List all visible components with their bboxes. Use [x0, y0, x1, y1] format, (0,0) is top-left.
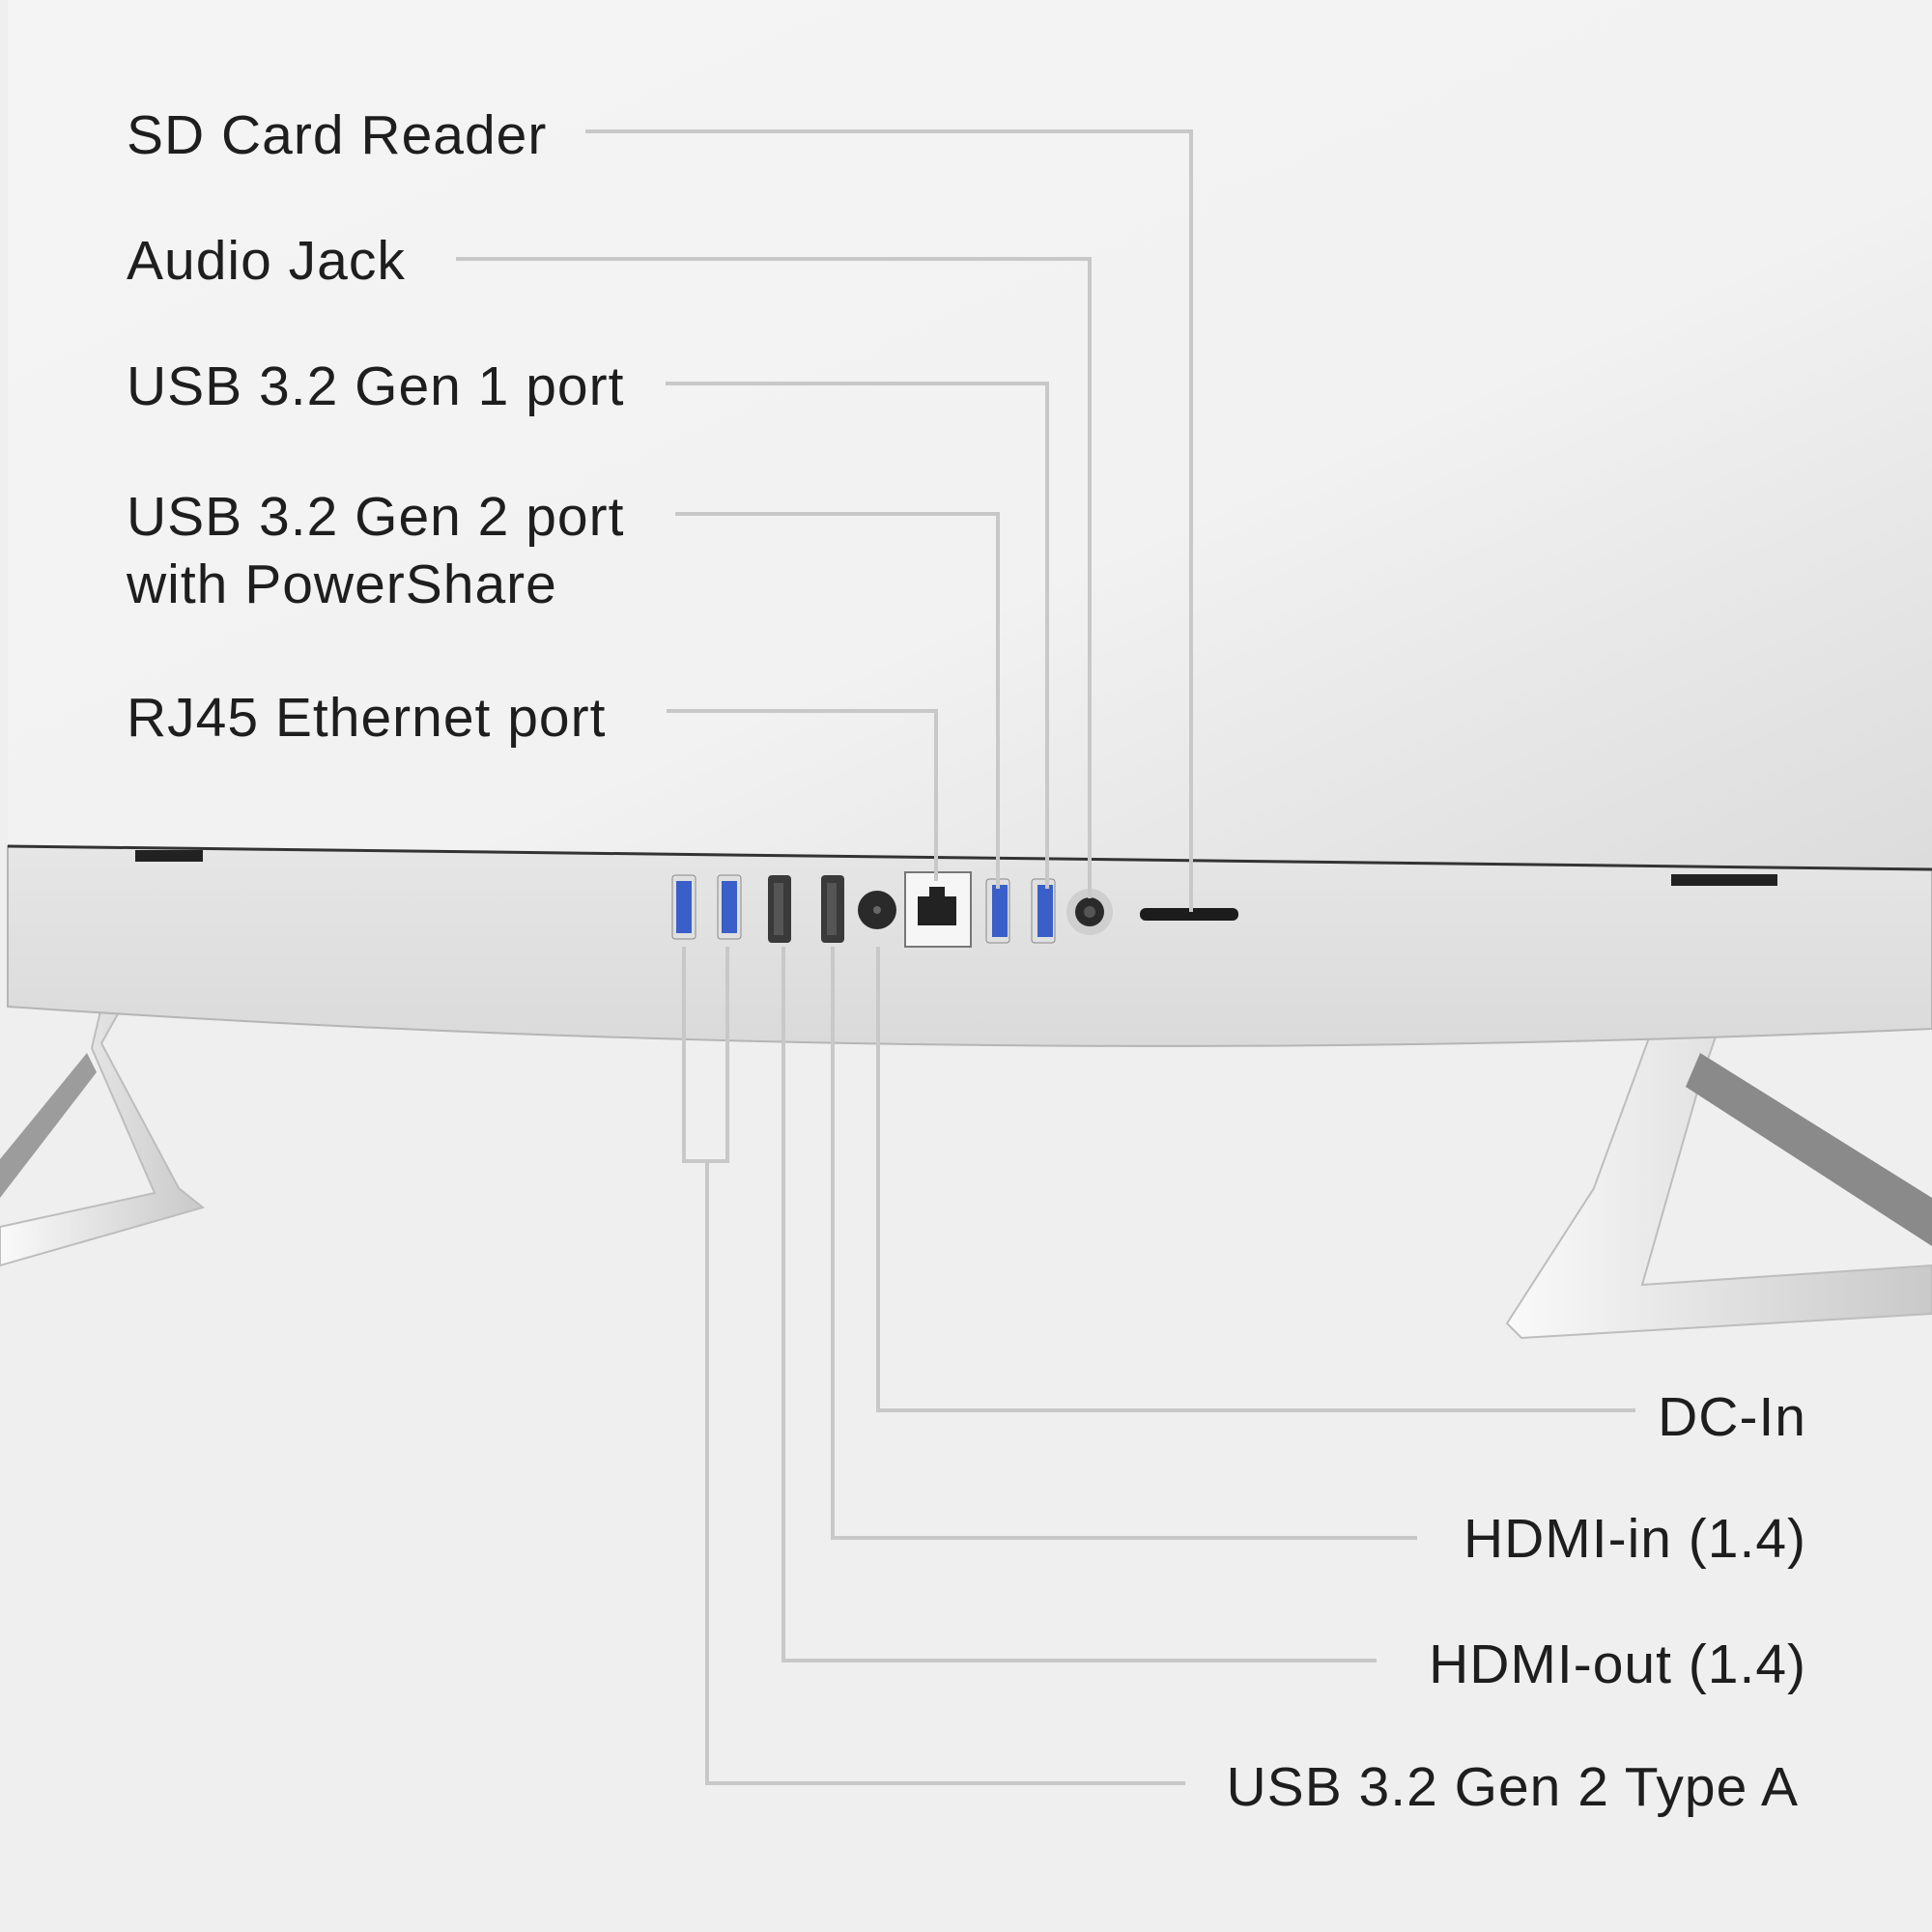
usb-port-1 [671, 874, 696, 940]
label-dc-in: DC-In [1658, 1386, 1806, 1448]
hdmi-out-port [768, 875, 791, 943]
monitor-back [8, 0, 1932, 869]
label-usb-gen2-powershare-line2: with PowerShare [127, 554, 557, 615]
leader-lines [456, 129, 1635, 1785]
usb-port-4 [1031, 878, 1056, 944]
label-usb-gen2-powershare: USB 3.2 Gen 2 port [127, 486, 625, 548]
label-usb-gen1: USB 3.2 Gen 1 port [127, 355, 625, 417]
label-hdmi-out: HDMI-out (1.4) [1429, 1634, 1806, 1695]
audio-jack-port [1066, 889, 1113, 935]
usb-port-2 [717, 874, 742, 940]
rj45-port [904, 871, 972, 948]
label-sd-card-reader: SD Card Reader [127, 104, 548, 166]
label-usb-type-a: USB 3.2 Gen 2 Type A [1226, 1756, 1799, 1818]
label-audio-jack: Audio Jack [127, 230, 406, 292]
label-hdmi-in: HDMI-in (1.4) [1463, 1508, 1806, 1570]
usb-port-3 [985, 878, 1010, 944]
sd-card-slot [1140, 908, 1238, 921]
hdmi-in-port [821, 875, 844, 943]
dc-in-port [858, 891, 896, 929]
label-rj45-ethernet: RJ45 Ethernet port [127, 687, 607, 749]
